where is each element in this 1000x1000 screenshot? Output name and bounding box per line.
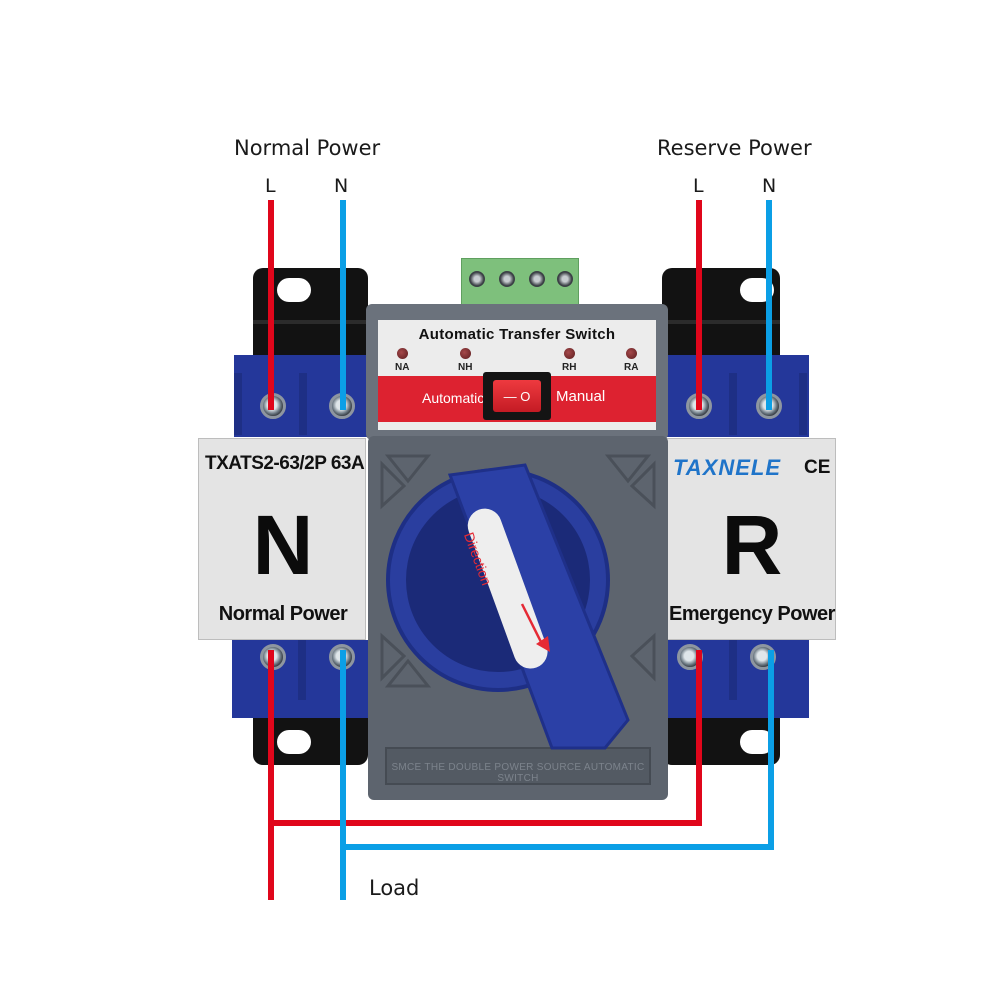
rotary-handle[interactable]: [380, 450, 650, 750]
reserve-input-terminal-block: [667, 355, 809, 437]
emergency-power-label-panel: TAXNELE CE R Emergency Power: [666, 438, 836, 640]
terminal-screw[interactable]: [557, 271, 573, 287]
emergency-power-subtitle: Emergency Power: [669, 603, 835, 625]
mode-rocker-switch[interactable]: — O: [493, 380, 541, 412]
automatic-mode-label: Automatic: [422, 390, 485, 406]
indicator-label-rh: RH: [562, 362, 577, 373]
body-corner-ribs: [380, 454, 656, 785]
manual-mode-label: Manual: [556, 388, 606, 405]
normal-neutral-input-wire: [340, 200, 346, 410]
mode-rocker-frame: — O: [483, 372, 551, 420]
live-bus-wire: [268, 820, 702, 826]
normal-input-terminal-block: [234, 355, 374, 437]
model-number: TXATS2-63/2P 63A: [205, 453, 365, 474]
reserve-neutral-pin-label: N: [762, 175, 777, 197]
reserve-power-header: Reserve Power: [657, 136, 812, 160]
indicator-label-na: NA: [395, 362, 410, 373]
normal-neutral-pin-label: N: [334, 175, 349, 197]
load-neutral-wire: [340, 650, 346, 900]
reserve-live-output-wire: [696, 650, 702, 826]
mount-slot: [277, 730, 311, 754]
reserve-neutral-output-wire: [768, 650, 774, 850]
normal-live-input-wire: [268, 200, 274, 410]
indicator-led-nh: [460, 348, 471, 359]
terminal-screw[interactable]: [529, 271, 545, 287]
indicator-label-ra: RA: [624, 362, 639, 373]
ce-mark: CE: [804, 457, 831, 478]
normal-power-subtitle: Normal Power: [218, 603, 348, 625]
control-panel-title: Automatic Transfer Switch: [418, 326, 616, 343]
normal-power-label-panel: TXATS2-63/2P 63A N Normal Power: [198, 438, 366, 640]
normal-power-header: Normal Power: [234, 136, 381, 160]
indicator-led-na: [397, 348, 408, 359]
reserve-output-terminal-block: [667, 640, 809, 718]
reserve-live-input-wire: [696, 200, 702, 410]
load-live-wire: [268, 650, 274, 900]
reserve-neutral-input-wire: [766, 200, 772, 410]
control-terminal-block: [461, 258, 579, 306]
terminal-screw[interactable]: [469, 271, 485, 287]
indicator-led-ra: [626, 348, 637, 359]
control-panel: Automatic Transfer Switch NA NH RH RA Au…: [366, 304, 668, 440]
embossed-product-text: SMCE THE DOUBLE POWER SOURCE AUTOMATIC S…: [391, 762, 645, 784]
brand-logo: TAXNELE: [673, 455, 782, 480]
reserve-letter: R: [721, 498, 783, 592]
direction-arrow-icon: [520, 603, 550, 652]
reserve-live-pin-label: L: [693, 175, 704, 197]
normal-letter: N: [252, 498, 314, 592]
normal-live-pin-label: L: [265, 175, 276, 197]
indicator-label-nh: NH: [458, 362, 473, 373]
normal-output-terminal-block: [232, 640, 372, 718]
terminal-screw[interactable]: [499, 271, 515, 287]
mount-slot: [277, 278, 311, 302]
neutral-bus-wire: [340, 844, 774, 850]
indicator-led-rh: [564, 348, 575, 359]
load-label: Load: [369, 876, 420, 900]
